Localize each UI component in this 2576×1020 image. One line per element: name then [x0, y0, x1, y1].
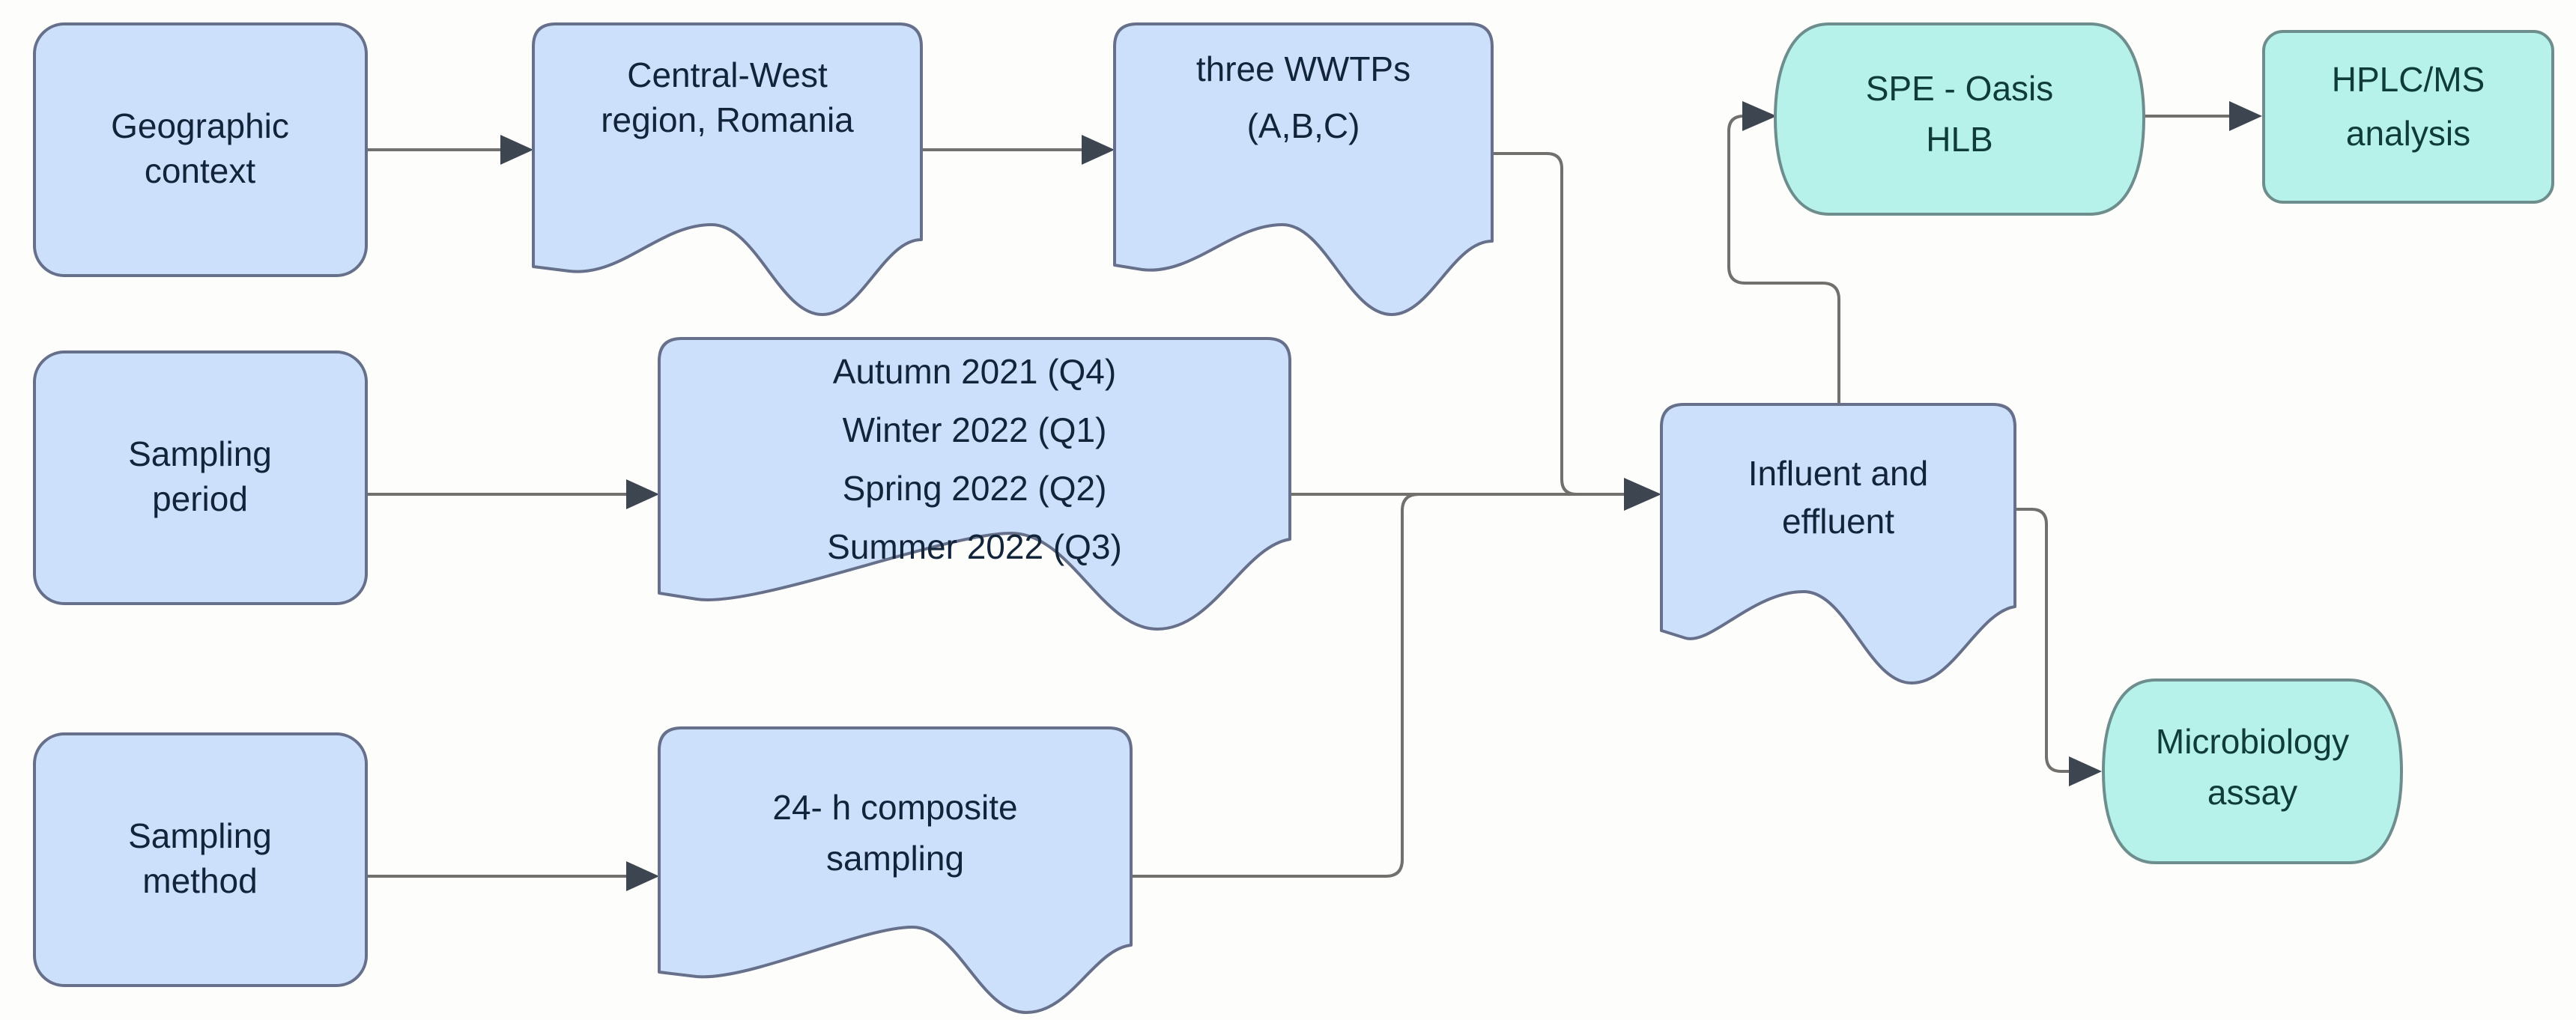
- node-sampling-period-shape: [33, 350, 368, 605]
- node-sampling-method-label-line-1: Sampling: [128, 816, 272, 855]
- node-geographic-context-shape: [33, 22, 368, 277]
- node-three-wwtps-shape: [1113, 22, 1494, 316]
- edge-geographic-context-to-central-west-region: [365, 135, 533, 165]
- node-central-west-region-label-line-2: region, Romania: [601, 100, 854, 139]
- node-geographic-context-label-line-1: Geographic: [111, 106, 289, 145]
- node-seasons[interactable]: Autumn 2021 (Q4) Winter 2022 (Q1) Spring…: [658, 337, 1291, 631]
- node-geographic-context-label-line-2: context: [145, 151, 256, 190]
- edge-sampling-period-to-seasons: [365, 479, 659, 509]
- node-microbiology-assay-label-line-2: assay: [2207, 773, 2297, 812]
- node-influent-effluent-label-line-2: effluent: [1782, 502, 1894, 541]
- edge-three-wwtps-to-influent-effluent: [1491, 152, 1631, 496]
- edge-sampling-method-to-composite-sampling: [365, 861, 659, 891]
- edge-influent-effluent-to-spe-oasis-hlb: [1727, 101, 1840, 428]
- node-influent-effluent-shape: [1660, 403, 2016, 684]
- node-composite-sampling[interactable]: 24- h composite sampling: [658, 726, 1133, 1014]
- node-sampling-period-label-line-2: period: [152, 479, 248, 518]
- node-composite-sampling-shape: [658, 726, 1133, 1014]
- node-sampling-period-label-line-1: Sampling: [128, 434, 272, 473]
- edge-central-west-region-to-three-wwtps: [920, 135, 1115, 165]
- node-hplc-ms-analysis-shape: [2262, 30, 2554, 204]
- node-microbiology-assay-shape: [2102, 679, 2403, 864]
- node-microbiology-assay[interactable]: Microbiology assay: [2102, 679, 2403, 864]
- node-composite-sampling-label-line-2: sampling: [826, 839, 964, 878]
- node-sampling-method-label-line-2: method: [142, 861, 257, 900]
- node-composite-sampling-label-line-1: 24- h composite: [772, 788, 1017, 827]
- node-seasons-label-line-4: Summer 2022 (Q3): [827, 527, 1122, 566]
- node-central-west-region-label-line-1: Central-West: [627, 55, 828, 94]
- node-central-west-region-shape: [532, 22, 923, 316]
- node-seasons-label-line-3: Spring 2022 (Q2): [843, 469, 1107, 508]
- node-influent-effluent[interactable]: Influent and effluent: [1660, 403, 2016, 684]
- node-seasons-label-line-2: Winter 2022 (Q1): [843, 410, 1107, 449]
- connector-layer: [365, 101, 2262, 891]
- node-spe-oasis-hlb-label-line-2: HLB: [1926, 120, 1992, 159]
- node-spe-oasis-hlb[interactable]: SPE - Oasis HLB: [1774, 22, 2145, 216]
- node-three-wwtps-label-line-2: (A,B,C): [1247, 106, 1360, 145]
- node-influent-effluent-label-line-1: Influent and: [1748, 454, 1928, 493]
- node-hplc-ms-analysis-label-line-1: HPLC/MS: [2332, 60, 2485, 99]
- node-hplc-ms-analysis[interactable]: HPLC/MS analysis: [2262, 30, 2554, 204]
- edge-spe-oasis-hlb-to-hplc-ms-analysis: [2141, 101, 2262, 131]
- node-microbiology-assay-label-line-1: Microbiology: [2156, 722, 2349, 761]
- node-central-west-region[interactable]: Central-West region, Romania: [532, 22, 923, 316]
- node-sampling-method[interactable]: Sampling method: [33, 732, 368, 987]
- node-seasons-shape: [658, 337, 1291, 631]
- node-sampling-method-shape: [33, 732, 368, 987]
- node-sampling-period[interactable]: Sampling period: [33, 350, 368, 605]
- node-three-wwtps-label-line-1: three WWTPs: [1196, 49, 1410, 88]
- node-spe-oasis-hlb-shape: [1774, 22, 2145, 216]
- node-three-wwtps[interactable]: three WWTPs (A,B,C): [1113, 22, 1494, 316]
- node-geographic-context[interactable]: Geographic context: [33, 22, 368, 277]
- node-seasons-label-line-1: Autumn 2021 (Q4): [833, 352, 1116, 391]
- node-hplc-ms-analysis-label-line-2: analysis: [2346, 114, 2470, 153]
- node-spe-oasis-hlb-label-line-1: SPE - Oasis: [1866, 69, 2054, 108]
- edge-influent-effluent-to-microbiology-assay: [2013, 508, 2102, 786]
- edge-composite-sampling-to-influent-effluent: [1130, 493, 1500, 878]
